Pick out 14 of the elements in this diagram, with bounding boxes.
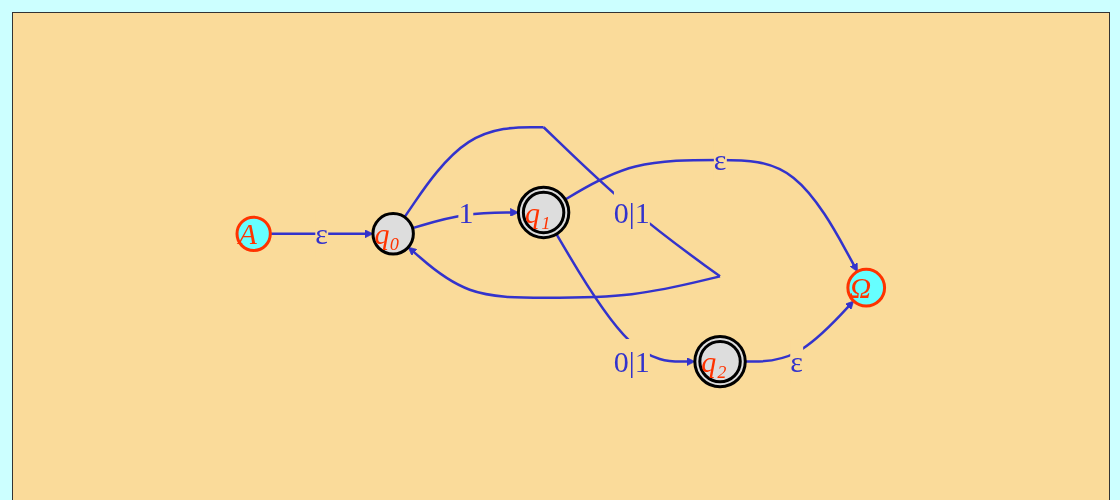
arrow [555, 233, 696, 366]
arrow [564, 158, 859, 272]
edge-label: ε [315, 217, 329, 251]
node-circle: q₁ [517, 185, 571, 240]
arrow [270, 229, 374, 239]
arrow [745, 300, 855, 363]
edge-label: ε [790, 345, 804, 379]
edge-label: 0|1 [614, 345, 651, 379]
node-circle: q₀ [371, 212, 416, 256]
edge-label: 0|1 [614, 195, 651, 229]
edge-label: 1 [458, 195, 474, 229]
edge-label: ε [713, 143, 727, 177]
node-circle: Ω [846, 267, 887, 308]
node-circle: q₂ [693, 334, 747, 389]
